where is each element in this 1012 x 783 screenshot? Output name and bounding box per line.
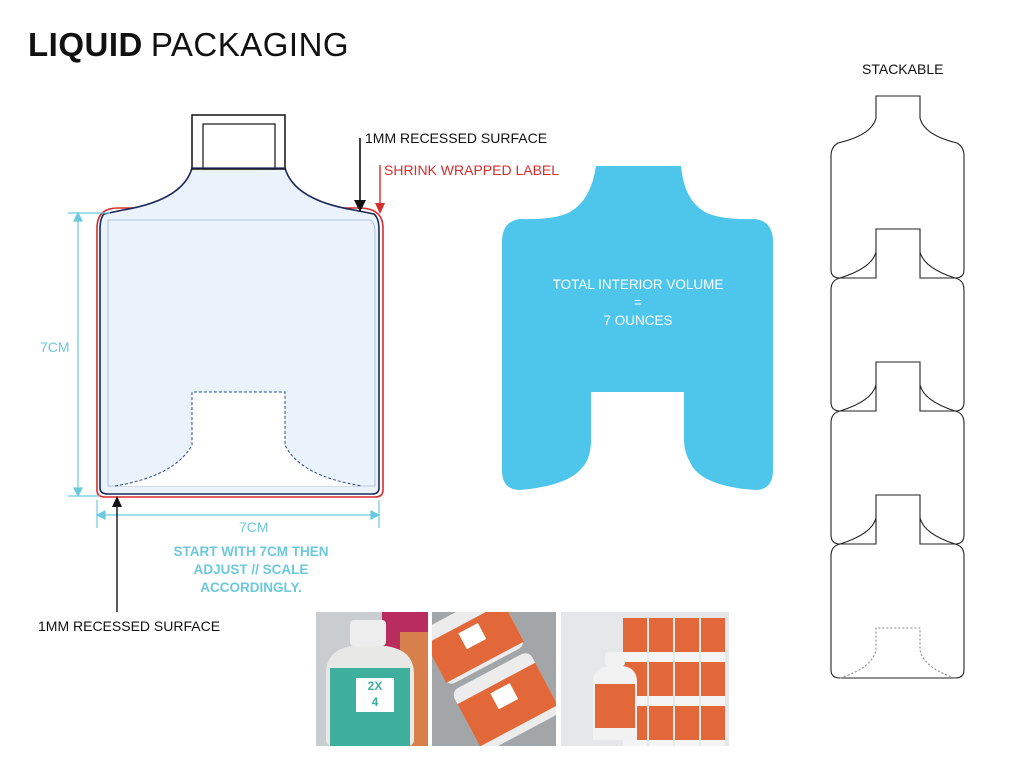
dimension-lines: [68, 211, 381, 528]
volume-line2: =: [634, 295, 642, 310]
teal-logo-line2: 4: [371, 695, 379, 709]
volume-line3: 7 OUNCES: [603, 313, 673, 328]
product-photo-teal: 2X 4: [316, 612, 428, 746]
volume-text: TOTAL INTERIOR VOLUME = 7 OUNCES: [502, 276, 774, 330]
shrink-label-outline: [96, 207, 384, 498]
scale-note-line1: START WITH 7CM THEN: [173, 544, 329, 559]
recess-panel: [107, 219, 376, 487]
teal-logo-line1: 2X: [367, 679, 383, 693]
scale-note-line3: ACCORDINGLY.: [200, 580, 302, 595]
stackable-label: STACKABLE: [862, 61, 944, 77]
shrink-label-text: SHRINK WRAPPED LABEL: [384, 162, 560, 178]
cap-inner: [202, 123, 276, 170]
title-light: PACKAGING: [150, 26, 350, 63]
title-bold: LIQUID: [28, 26, 143, 63]
recessed-surface-label-top: 1MM RECESSED SURFACE: [365, 130, 548, 146]
stack-notch: [114, 391, 363, 487]
product-photo-stacked: [561, 612, 729, 746]
teal-bottle-illustration: [316, 612, 428, 746]
volume-silhouette: [502, 166, 773, 490]
stacked-bottles-illustration: [561, 612, 729, 746]
scale-note: START WITH 7CM THEN ADJUST // SCALE ACCO…: [151, 543, 351, 597]
product-photo-orange-tilted: [432, 612, 556, 746]
bottle-technical-drawing: [68, 114, 385, 612]
tilted-bottles-illustration: [432, 612, 556, 746]
bottle-cap: [191, 114, 286, 170]
teal-logo: 2X 4: [357, 678, 393, 710]
width-dimension-label: 7CM: [239, 519, 269, 535]
volume-line1: TOTAL INTERIOR VOLUME: [552, 277, 724, 292]
height-dimension-label: 7CM: [40, 339, 70, 355]
scale-note-line2: ADJUST // SCALE: [193, 562, 309, 577]
stackable-column: [830, 95, 965, 679]
leader-arrows: [112, 138, 385, 612]
recessed-surface-label-bottom: 1MM RECESSED SURFACE: [38, 618, 221, 634]
bottle-body: [99, 167, 380, 495]
